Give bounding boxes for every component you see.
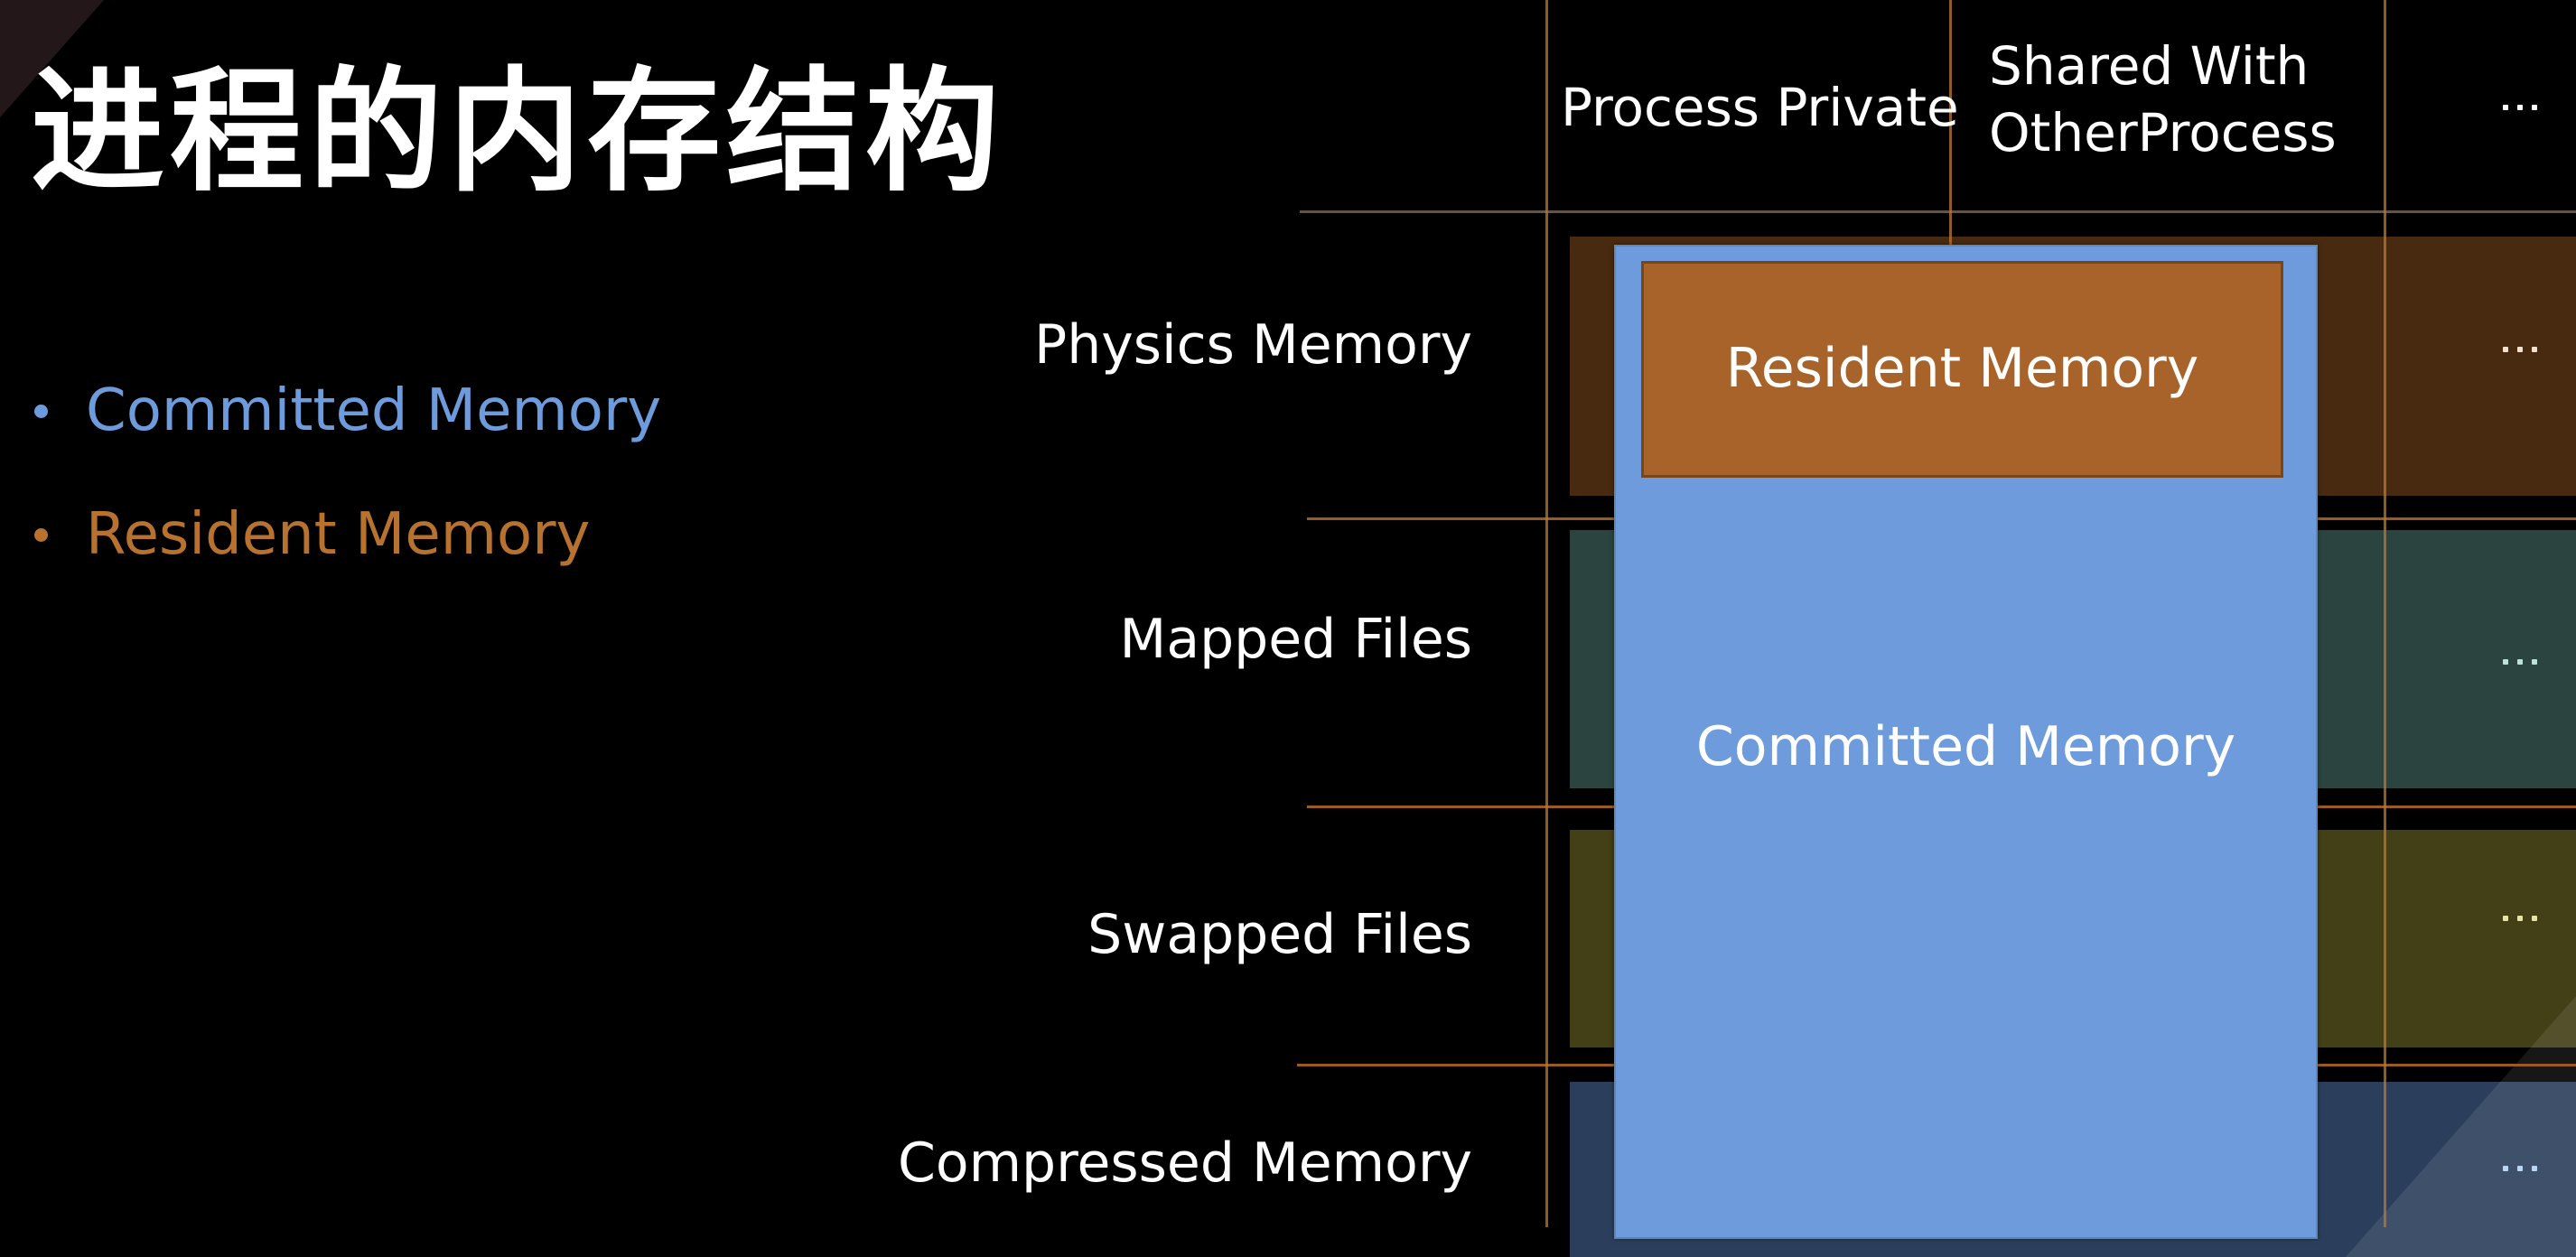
row-label-swapped-files: Swapped Files xyxy=(1087,903,1472,966)
row-more-ellipsis-icon xyxy=(2500,347,2545,356)
row-label-mapped-files: Mapped Files xyxy=(1119,608,1472,671)
row-more-ellipsis-icon xyxy=(2500,659,2545,668)
column-header-more-ellipsis-icon xyxy=(2500,105,2545,114)
header-divider xyxy=(1300,210,2576,213)
corner-decoration xyxy=(0,0,104,117)
column-divider xyxy=(2384,0,2386,1227)
bullet-label: Resident Memory xyxy=(86,501,591,568)
row-label-physics-memory: Physics Memory xyxy=(1034,313,1472,377)
column-header-line: OtherProcess xyxy=(1989,102,2337,163)
bullet-dot-icon xyxy=(34,528,48,542)
committed-memory-label: Committed Memory xyxy=(1695,715,2236,778)
row-label-compressed-memory: Compressed Memory xyxy=(897,1131,1472,1195)
row-more-ellipsis-icon xyxy=(2500,916,2545,925)
column-header-line: Shared With xyxy=(1989,35,2310,97)
column-divider xyxy=(1545,0,1548,1227)
column-header-shared: Shared With OtherProcess xyxy=(1989,33,2337,166)
row-more-ellipsis-icon xyxy=(2500,1166,2545,1175)
column-header-process-private: Process Private xyxy=(1561,77,1959,138)
resident-memory-label: Resident Memory xyxy=(1725,337,2199,400)
resident-memory-box: Resident Memory xyxy=(1641,261,2283,478)
bullet-dot-icon xyxy=(34,405,48,418)
bullet-label: Committed Memory xyxy=(86,377,662,444)
slide-title: 进程的内存结构 xyxy=(31,54,1004,210)
